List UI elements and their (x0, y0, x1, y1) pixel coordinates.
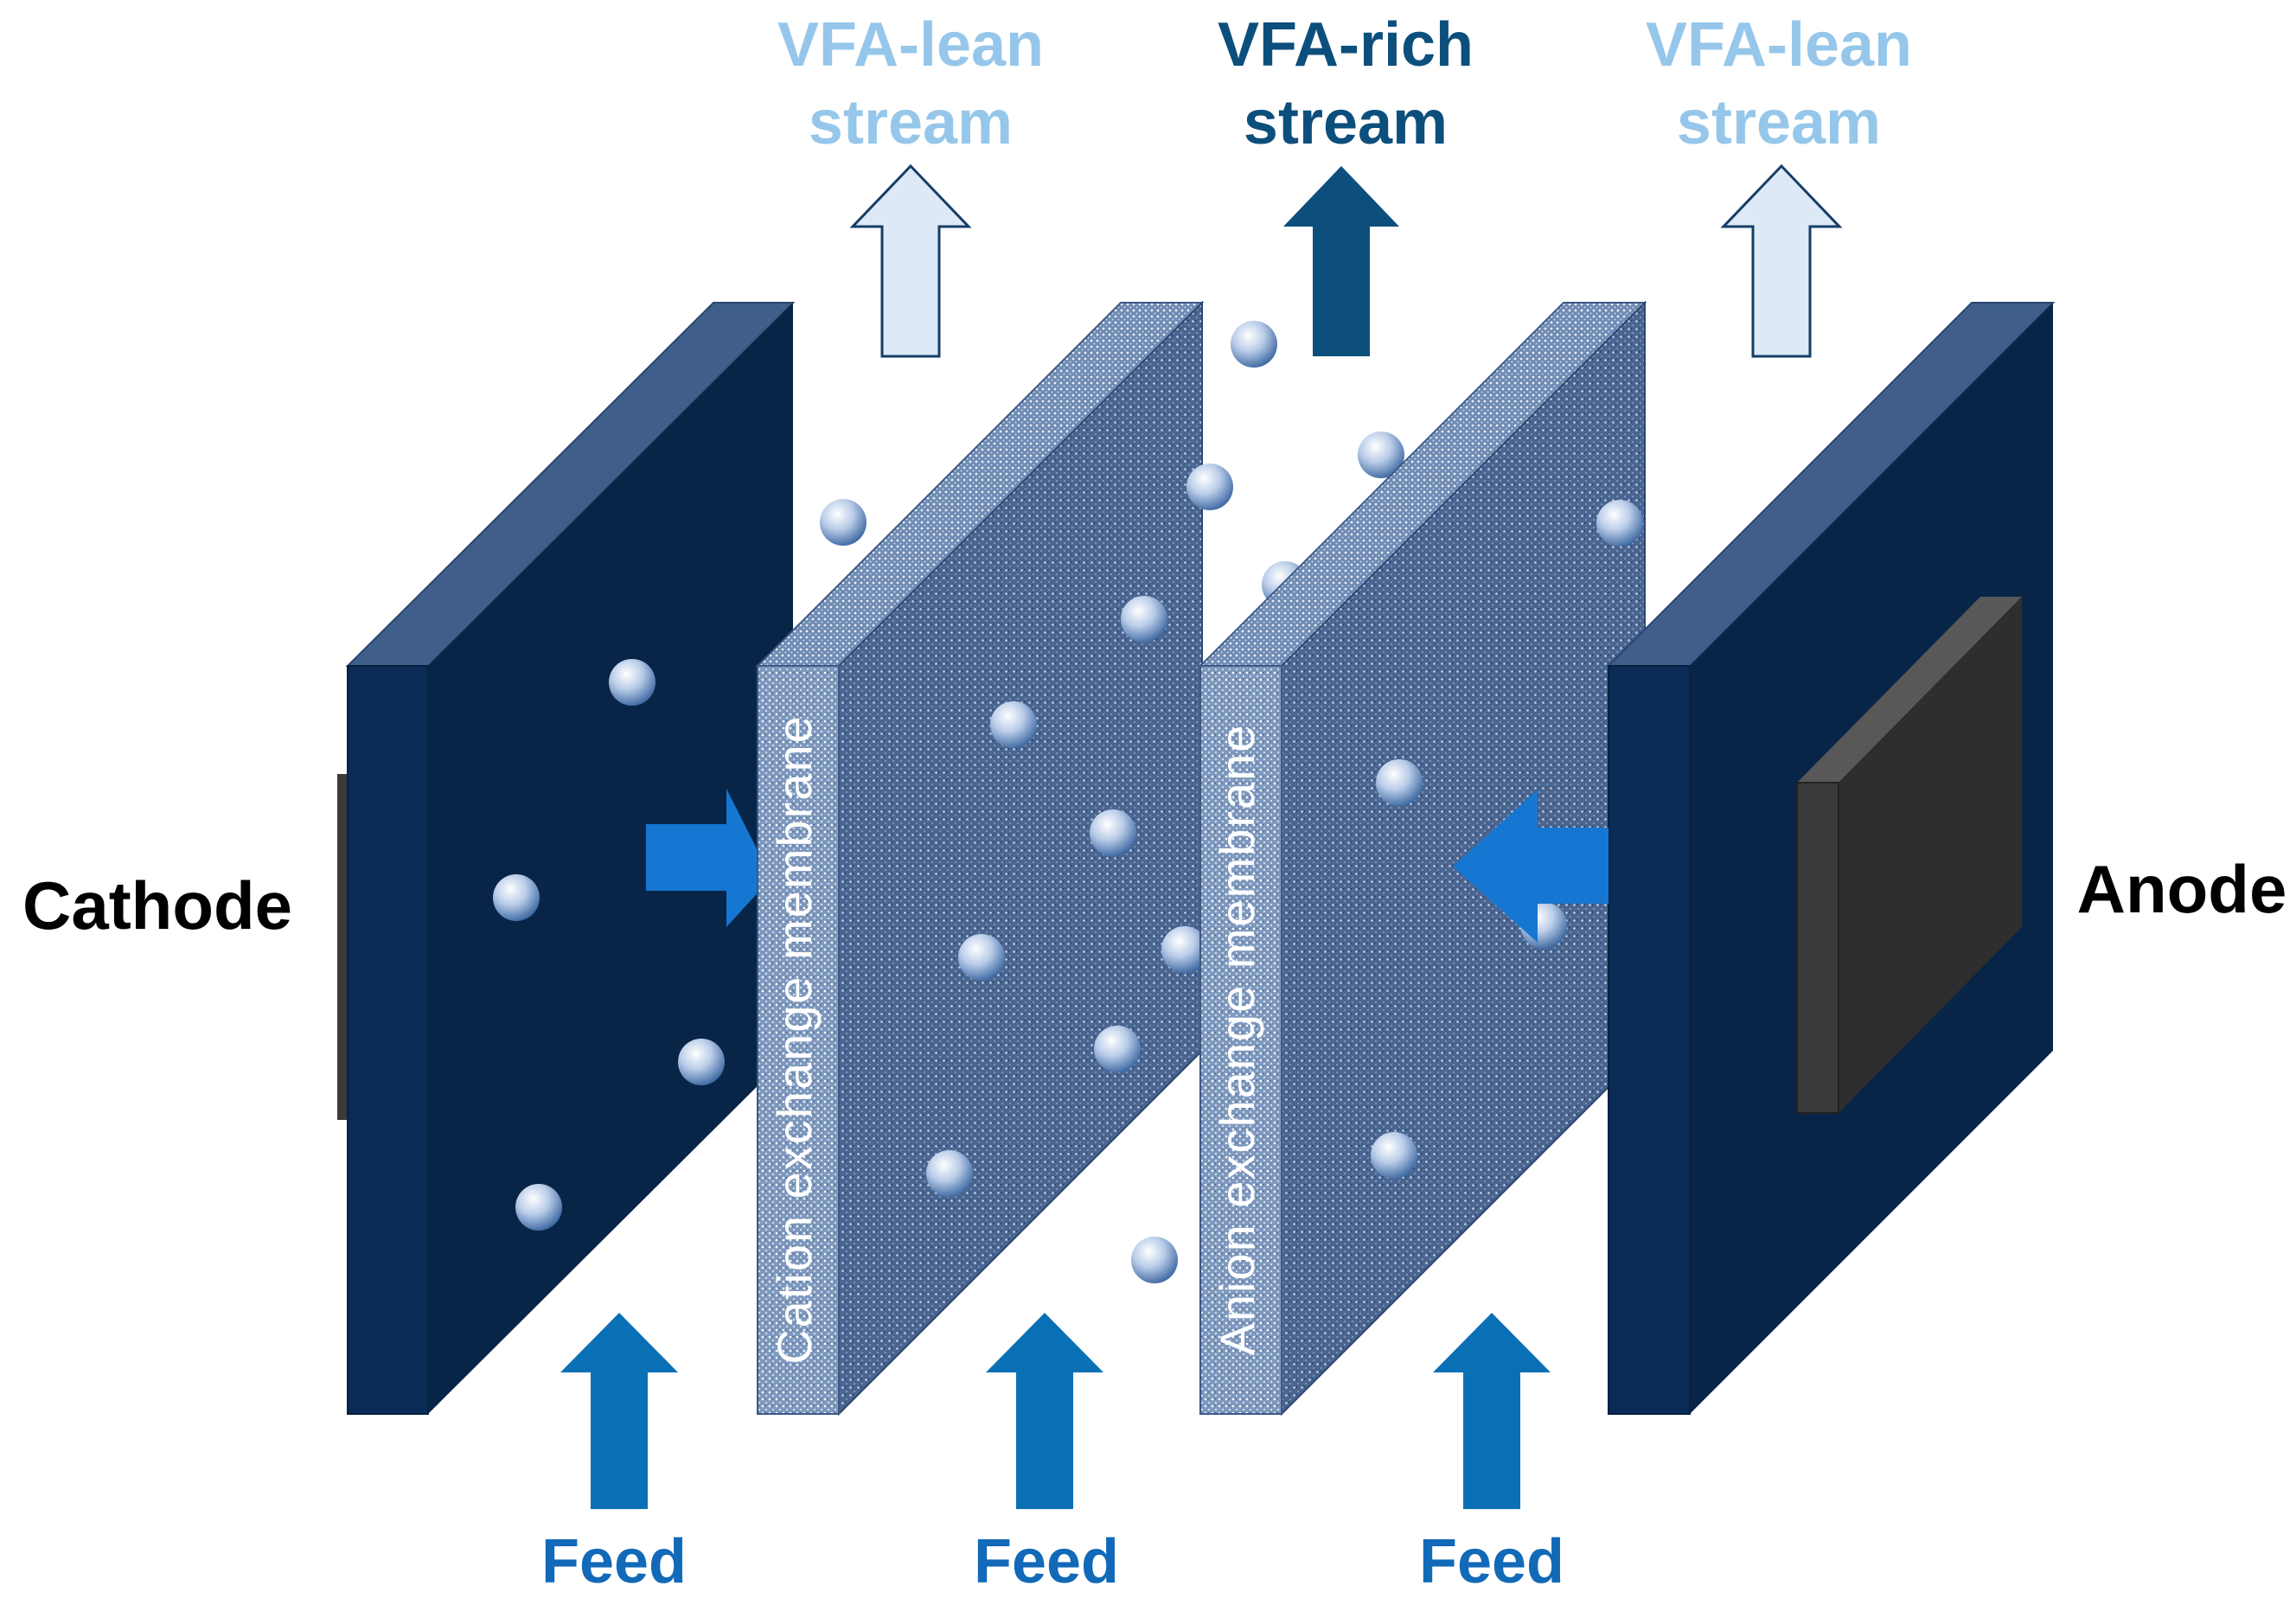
outlet-label-line2: stream (809, 88, 1013, 157)
cathode-electrode (337, 302, 796, 1415)
ion-bubble (926, 1150, 973, 1197)
outlet-label-line1: VFA-lean (1646, 10, 1912, 80)
ion-bubble (820, 499, 867, 546)
outlet-label-right: VFA-lean stream (1646, 10, 1912, 157)
outlet-label-left: VFA-lean stream (777, 10, 1044, 157)
ion-bubble (515, 1184, 562, 1231)
cation-flux-arrow (646, 789, 771, 927)
feed-arrow-middle (986, 1313, 1103, 1509)
cation-exchange-membrane: Cation exchange membrane (755, 300, 1205, 1417)
anion-membrane-front-face (1199, 665, 1282, 1415)
anode-front-face (1608, 665, 1691, 1415)
outlet-label-line1: VFA-lean (777, 10, 1044, 80)
vfa-rich-outlet-arrow (1283, 166, 1399, 356)
ion-bubbles-right-compartment (1371, 500, 1643, 1179)
ion-bubble (990, 701, 1037, 748)
ion-bubble (1371, 1132, 1417, 1179)
anion-membrane-label: Anion exchange membrane (1210, 724, 1264, 1356)
ion-bubble (1094, 1026, 1141, 1072)
vfa-lean-outlet-arrow-left (849, 163, 972, 358)
ion-bubble (609, 659, 656, 706)
ion-bubble (1231, 321, 1277, 368)
ion-bubble (1596, 500, 1643, 547)
ion-bubbles-left-compartment (493, 499, 867, 1231)
ion-bubble (1131, 1237, 1178, 1283)
feed-label-right: Feed (1419, 1527, 1564, 1596)
cathode-side-face (428, 303, 793, 1414)
anode-plate (1796, 597, 2022, 1114)
cathode-label: Cathode (22, 867, 292, 943)
cation-membrane-front-face (757, 665, 840, 1415)
ion-bubble (1090, 809, 1136, 856)
ion-bubble (1186, 464, 1233, 510)
anion-flux-arrow (1453, 790, 1608, 943)
cation-membrane-label: Cation exchange membrane (767, 714, 822, 1365)
feed-label-left: Feed (541, 1527, 687, 1596)
outlet-label-middle: VFA-rich stream (1218, 10, 1474, 157)
feed-label-middle: Feed (974, 1527, 1119, 1596)
outlet-label-line2: stream (1677, 88, 1881, 157)
ion-bubble (1161, 926, 1208, 973)
ion-bubble (1358, 432, 1404, 478)
anode-electrode (1606, 302, 2056, 1415)
anode-label: Anode (2077, 851, 2287, 927)
feed-arrow-left (560, 1313, 678, 1509)
ion-bubble (1121, 596, 1167, 643)
ion-bubble (958, 934, 1005, 981)
outlet-label-line1: VFA-rich (1218, 10, 1474, 80)
cathode-front-face (347, 665, 429, 1415)
ion-bubble (1376, 759, 1423, 806)
vfa-lean-outlet-arrow-right (1720, 163, 1843, 358)
ion-bubble (493, 874, 540, 921)
feed-arrow-right (1433, 1313, 1551, 1509)
outlet-label-line2: stream (1244, 88, 1448, 157)
ion-bubble (678, 1039, 725, 1085)
